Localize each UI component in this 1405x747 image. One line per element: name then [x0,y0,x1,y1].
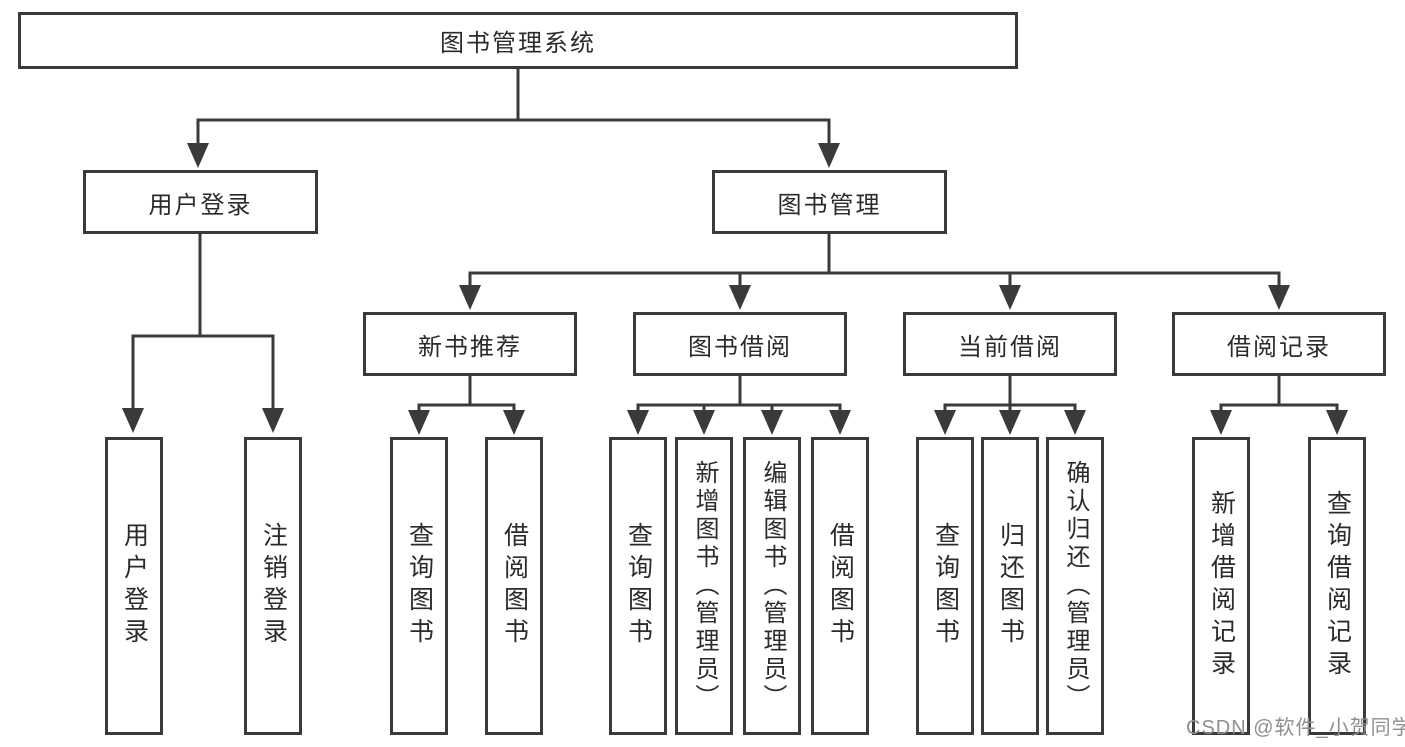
node-current-borrowing: 当前借阅 [903,312,1117,376]
leaf-borrow-book-recommend: 借阅图书 [485,437,543,735]
node-user-login: 用户登录 [83,170,318,234]
leaf-add-borrow-record: 新增借阅记录 [1192,437,1250,735]
leaf-query-book-current: 查询图书 [916,437,974,735]
node-root: 图书管理系统 [18,12,1018,69]
leaf-query-book-recommend: 查询图书 [390,437,448,735]
leaf-borrow-book: 借阅图书 [811,437,869,735]
leaf-confirm-return-admin: 确认归还（管理员） [1046,437,1104,735]
leaf-return-book: 归还图书 [981,437,1039,735]
leaf-add-book-admin: 新增图书（管理员） [675,437,733,735]
leaf-logout: 注销登录 [244,437,302,735]
csdn-watermark: CSDN @软件_小贺同学 [1186,717,1405,739]
leaf-query-book-borrowing: 查询图书 [609,437,667,735]
node-book-management: 图书管理 [712,170,947,234]
leaf-edit-book-admin: 编辑图书（管理员） [743,437,801,735]
leaf-query-borrow-record: 查询借阅记录 [1308,437,1366,735]
node-new-book-recommendation: 新书推荐 [363,312,577,376]
leaf-user-login: 用户登录 [105,437,163,735]
node-book-borrowing: 图书借阅 [633,312,847,376]
node-borrowing-records: 借阅记录 [1172,312,1386,376]
